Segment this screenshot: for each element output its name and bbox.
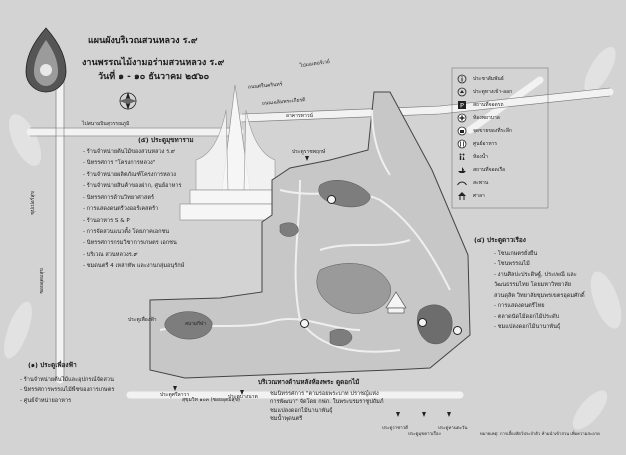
list-item: - บริเวณ สวนหลวงร.๙ (83, 251, 138, 258)
legend-label: สถานที่จอดเรือ (473, 167, 506, 173)
list-item: ชมน้ำพุดนตรี (270, 416, 303, 423)
phone-icon (457, 113, 467, 123)
list-item: - ร้านจำหน่ายผลิตภัณฑ์โครงการหลวง (83, 171, 176, 178)
legend-label: ประตูทางเข้า-ออก (473, 89, 513, 95)
gate5-activity-list: - ร้านจำหน่ายต้นไม้ของสวนหลวง ร.๙ - นิทร… (83, 149, 184, 270)
list-item: - ร้านจำหน่ายสินค้าของฝาก, ศูนย์อาหาร (83, 183, 182, 190)
list-item: - นิทรรศการ "โครงการหลวง" (83, 160, 156, 167)
list-item: - ชมแปลงดอกไม้นานาพันธุ์ (494, 323, 561, 330)
gate-se1-label: ประตูราชาวดี (382, 426, 408, 431)
legend-label: ห้องน้ำ (473, 154, 488, 160)
list-item: สวนดุสิต วิทยาลัยชุมพรเขตรอุดมศักดิ์ (494, 292, 585, 299)
info-pin (418, 318, 427, 327)
gate-north-label: ประตูราชพฤกษ์ (292, 149, 326, 155)
decorative-leaves (4, 46, 622, 430)
sports-field-label: สนามกีฬา (185, 322, 206, 327)
svg-text:P: P (460, 102, 464, 110)
gate4-title: (๔) ประตูดาวเรือง (474, 236, 526, 244)
legend-row-entrance: ประตูทางเข้า-ออก (457, 87, 547, 98)
list-item: - ร้านจำหน่ายต้นไม้ของสวนหลวง ร.๙ (83, 149, 176, 155)
list-item: - การแสดงดนตรีไทย (494, 303, 545, 310)
info-pin (300, 319, 309, 328)
pavilion-icon (457, 191, 467, 201)
royal-pavilion-illustration (179, 84, 295, 221)
gate-arrows (173, 156, 451, 417)
gate-se3-label: ประตูทานตะวัน (438, 426, 468, 431)
legend-label: ประชาสัมพันธ์ (473, 76, 504, 82)
legend-row-boat: สถานที่จอดเรือ (457, 165, 547, 176)
list-item: - งานศิลปะประดิษฐ์, ประเพณี และ (494, 271, 577, 278)
map-title: แผนผังบริเวณสวนหลวง ร.๙ (88, 36, 198, 46)
list-item: - ชมดนตรี 4 เหล่าทัพ และงานกลุ่มอนุรักษ์ (83, 263, 185, 270)
road-label-soi: ซุปเปอร์สุข (29, 191, 36, 215)
gate5-title: (๕) ประตูมุขทาราม (138, 136, 194, 144)
west-gate-label: ประตูเพื่องฟ้า (128, 317, 157, 323)
legend-label: ศาลา (473, 193, 485, 199)
list-item: - ร้านอาหาร S & P (83, 217, 130, 224)
list-item: การพัฒนา" จัดโดย กฟภ. ในพระบรมราชูปถัมภ์ (270, 399, 384, 406)
info-icon (457, 74, 467, 84)
road-edges (30, 60, 611, 380)
legend-label: ห้องพยาบาล (473, 115, 500, 121)
legend-row-info: ประชาสัมพันธ์ (457, 74, 547, 85)
gate-s-label: ประตูบางนาต (228, 394, 258, 400)
info-pin (327, 195, 336, 204)
list-item: วัฒนธรรมไทย โดยมหาวิทยาลัย (494, 282, 572, 289)
legend-row-shop: จุดขายของที่ระลึก (457, 126, 547, 137)
legend-label: สถานที่จอดรถ (473, 102, 504, 108)
legend-label: ศูนย์อาหาร (473, 141, 498, 147)
list-item: - โซนพรรณไม้ (494, 261, 530, 268)
gate1-title: (๑) ประตูเพื่องฟ้า (28, 361, 77, 369)
list-item: - โซนเกษตรยั่งยืน (494, 251, 538, 257)
gate1-activity-list: - ร้านจำหน่ายต้นไม้และอุปกรณ์จัดสวน - นิ… (20, 377, 114, 404)
info-pin (453, 326, 462, 335)
toilet-icon (457, 152, 467, 162)
pagoda-illustration (385, 291, 407, 314)
road-label-right-road: ซอยอุดมสุข (38, 268, 45, 294)
list-item: - นิทรรศการด้านวิทยาศาสตร์ (83, 194, 154, 201)
list-item: - การจัดสวนแนวตั้ง โดยภาคเอกชน (83, 228, 170, 235)
park-logo-icon (25, 27, 67, 93)
road-network (26, 56, 614, 399)
gate3-activity-list: ชมนิทรรศการ "ตามรอยพระบาท ปราชญ์แห่ง การ… (270, 391, 384, 423)
list-item: - ตลาดนัดไม้ดอกไม้ประดับ (494, 313, 560, 320)
legend-row-parking: P สถานที่จอดรถ (457, 100, 547, 111)
food-icon (457, 139, 467, 149)
legend-row-first-aid: ห้องพยาบาล (457, 113, 547, 124)
water-icon (457, 165, 467, 175)
compass-icon (119, 92, 137, 110)
legend-row-food: ศูนย์อาหาร (457, 139, 547, 150)
legend-row-toilet: ห้องน้ำ (457, 152, 547, 163)
list-item: - นิทรรศการกรมวิชาการเกษตร เอกชน (83, 240, 177, 247)
road-label-inner: อาคารทาวน์ (286, 113, 313, 119)
event-dates: วันที่ ๑ - ๑๐ ธันวาคม ๒๕๖๐ (98, 72, 210, 82)
legend-label: สะพาน (473, 180, 489, 186)
footer-note: หมายเหตุ: การเลี้ยงสัตว์ประจำตัว ห้ามนำเ… (480, 431, 600, 436)
event-subtitle: งานพรรณไม้งามอร่ามสวนหลวง ร.๙ (82, 58, 225, 68)
gate4-activity-list: - โซนเกษตรยั่งยืน - โซนพรรณไม้ - งานศิลป… (494, 251, 585, 330)
parking-icon: P (457, 100, 467, 110)
bridge-icon (457, 178, 467, 188)
gate3-title: บริเวณทางด้านหลังห้องพระ ดูดอกไม้ (258, 378, 360, 386)
shop-icon (457, 126, 467, 136)
entrance-icon (457, 87, 467, 97)
legend-frame (451, 67, 549, 209)
gate-se2-label: ประตูมุขดาวเรือง (408, 432, 441, 437)
list-item: - นิทรรศการพรรณไม้พืชของการเกษตร (20, 387, 115, 394)
road-label-airport: ไปสนามบินสุวรรณภูมิ (82, 121, 130, 127)
list-item: ชมแปลงดอกไม้นานาพันธุ์ (270, 407, 333, 414)
legend-row-pavilion: ศาลา (457, 191, 547, 202)
list-item: ชมนิทรรศการ "ตามรอยพระบาท ปราชญ์แห่ง (270, 391, 379, 397)
road-label-bottom: สุขุมวิท ๑๐๓ (ซอยอุดมสุข) (182, 397, 240, 403)
list-item: - ศูนย์จำหน่ายอาหาร (20, 397, 72, 404)
map-legend: ประชาสัมพันธ์ ประตูทางเข้า-ออก P สถานที่… (457, 74, 547, 204)
legend-label: จุดขายของที่ระลึก (473, 128, 512, 134)
list-item: - การแสดงดนตรีวงออร์เคสตร้า (83, 206, 159, 213)
legend-row-bridge: สะพาน (457, 178, 547, 189)
list-item: - ร้านจำหน่ายต้นไม้และอุปกรณ์จัดสวน (20, 377, 114, 383)
gate-sw-label: ประตูศรีลาวา (160, 392, 190, 398)
